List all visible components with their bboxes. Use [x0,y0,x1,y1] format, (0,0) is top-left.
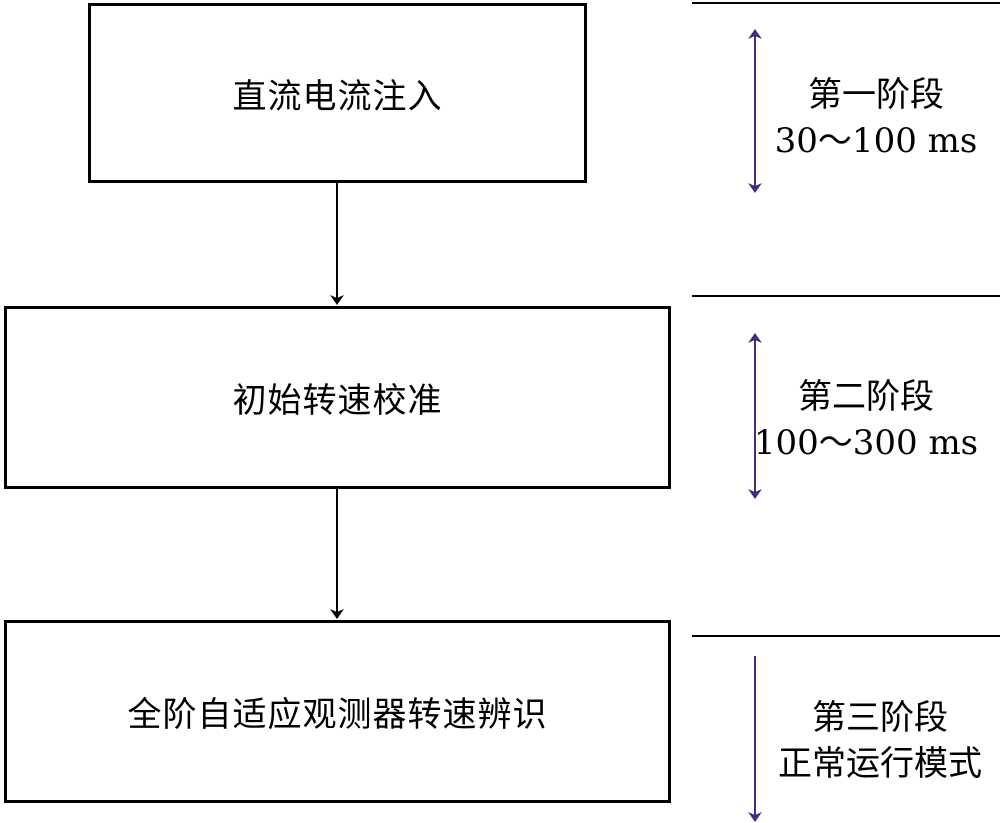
step-label: 初始转速校准 [232,381,443,421]
stage-3-label: 第三阶段 正常运行模式 [760,695,1000,787]
stage-detail: 100～300 ms [753,423,979,463]
step-label: 全阶自适应观测器转速辨识 [127,695,548,735]
stage-detail: 正常运行模式 [778,744,982,784]
step-box-observer-identification: 全阶自适应观测器转速辨识 [4,620,671,803]
stage-name: 第一阶段 [808,75,944,115]
step-box-dc-injection: 直流电流注入 [88,3,587,183]
stage-1-label: 第一阶段 30～100 ms [756,72,996,164]
step-label: 直流电流注入 [232,76,443,117]
stage-name: 第二阶段 [798,377,934,417]
stage-detail: 30～100 ms [774,121,978,161]
stage-name: 第三阶段 [812,698,948,738]
stage-2-label: 第二阶段 100～300 ms [746,374,986,466]
step-box-speed-calibration: 初始转速校准 [4,306,671,489]
